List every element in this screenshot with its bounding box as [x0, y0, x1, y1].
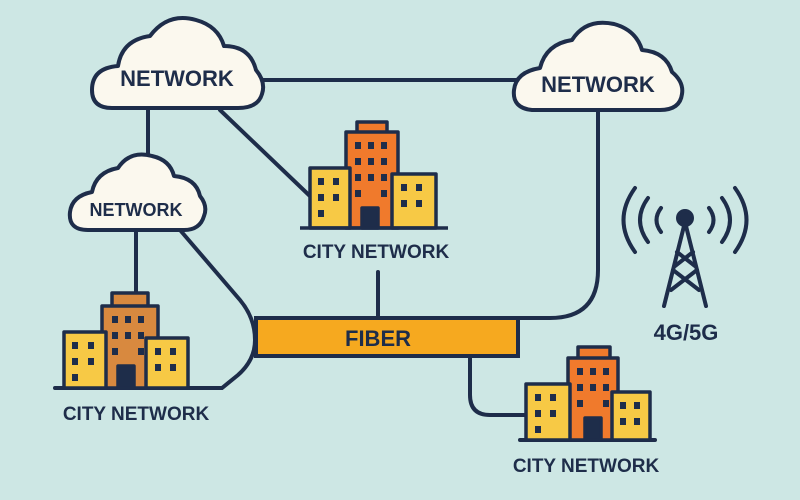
cell-tower: 4G/5G [621, 186, 749, 345]
city-label: CITY NETWORK [63, 404, 210, 425]
city-right: CITY NETWORK [513, 345, 660, 477]
cloud-icon [511, 20, 685, 112]
cloud-label: NETWORK [541, 72, 655, 97]
link-fiber-cityright [468, 354, 527, 417]
buildings-icon [300, 120, 448, 230]
cloud-mid-left: NETWORK [67, 152, 208, 232]
tower-label: 4G/5G [654, 320, 719, 345]
cloud-top-right: NETWORK [511, 20, 685, 112]
fiber-bar [254, 316, 520, 358]
buildings-icon [62, 291, 190, 390]
city-label: CITY NETWORK [303, 242, 450, 263]
cloud-label: NETWORK [90, 200, 183, 220]
cloud-top-left: NETWORK [90, 16, 266, 110]
fiber-trunk: FIBER [254, 316, 520, 358]
city-left: CITY NETWORK [62, 291, 210, 425]
cloud-label: NETWORK [120, 66, 234, 91]
city-center: CITY NETWORK [300, 120, 450, 263]
buildings-icon [524, 345, 652, 442]
city-label: CITY NETWORK [513, 456, 660, 477]
cloud-icon [67, 152, 208, 232]
fiber-label: FIBER [345, 326, 411, 351]
cloud-icon [90, 16, 266, 110]
signal-tower-icon [621, 186, 749, 308]
link-topleft-citycenter [218, 108, 314, 200]
link-topright-fiber [514, 108, 600, 320]
